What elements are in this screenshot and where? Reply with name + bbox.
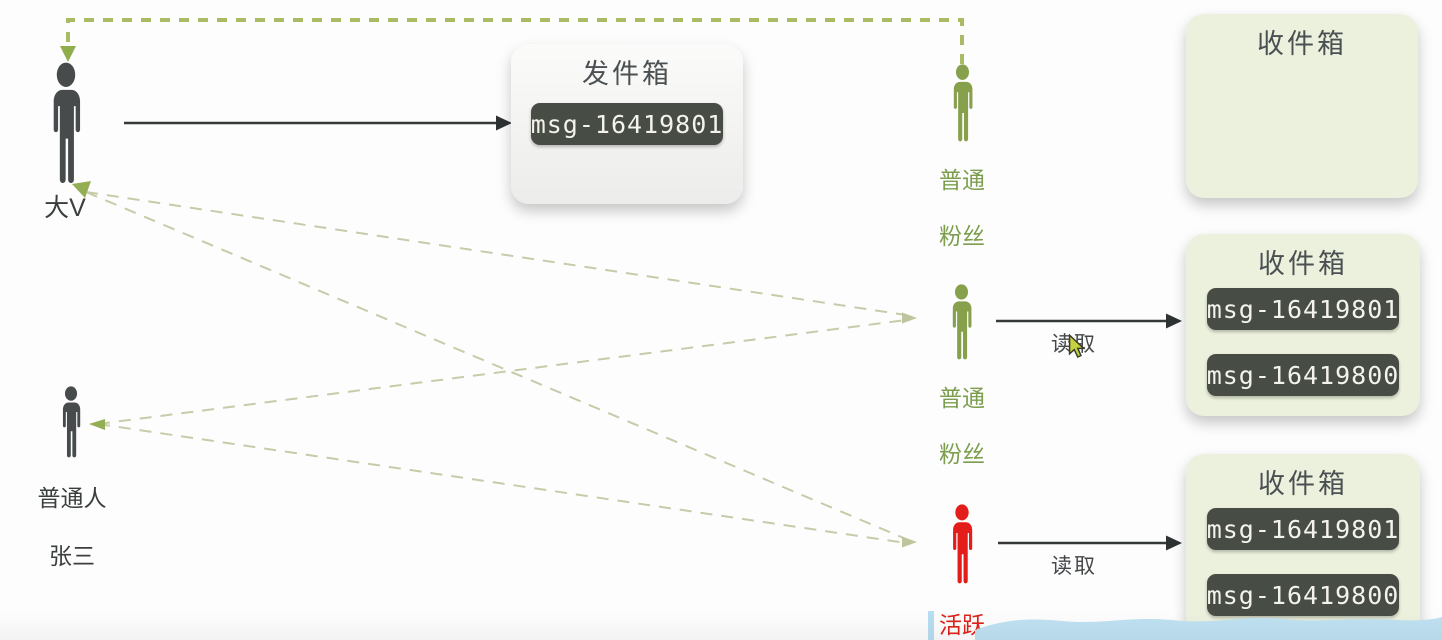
inbox-message-pill: msg-16419801: [1207, 288, 1399, 330]
outbox-card: 发件箱 msg-16419801: [511, 44, 743, 204]
person-icon-fan-top: [953, 64, 973, 142]
arrowhead-icon: [1166, 535, 1182, 551]
arrowhead-icon: [60, 46, 76, 62]
arrowhead-icon: [72, 181, 91, 198]
label-ordinary-person: 普通人 张三: [21, 455, 123, 600]
label-fan-middle: 普通 粉丝: [922, 356, 1002, 496]
outbox-message-pill: msg-16419801: [531, 103, 723, 145]
person-icon-fan-active: [953, 504, 973, 584]
inbox-bottom-messages: msg-16419801 msg-16419800: [1207, 508, 1399, 616]
inbox-message-id: msg-16419801: [1206, 294, 1400, 324]
arrowhead-icon: [902, 536, 917, 548]
label-fan-middle-line1: 普通: [939, 385, 985, 411]
inbox-middle-messages: msg-16419801 msg-16419800: [1207, 288, 1399, 396]
inbox-message-pill: msg-16419800: [1207, 354, 1399, 396]
person-icon-ordinary-person: [62, 386, 81, 458]
cursor-icon: [1068, 334, 1086, 359]
inbox-bottom-title: 收件箱: [1258, 469, 1348, 499]
label-fan-active-line1: 活跃: [939, 612, 985, 638]
label-fan-top-line2: 粉丝: [939, 223, 985, 249]
label-ordinary-person-line2: 张三: [49, 543, 95, 569]
arrowhead-icon: [902, 312, 917, 324]
inbox-top-title: 收件箱: [1257, 29, 1347, 59]
arrowhead-icon: [89, 419, 105, 430]
fanout-edges: [85, 191, 907, 544]
label-fan-top: 普通 粉丝: [922, 138, 1002, 278]
inbox-card-bottom: 收件箱 msg-16419801 msg-16419800: [1186, 454, 1420, 636]
label-fan-active: 活跃 粉丝: [922, 583, 1002, 640]
arrowhead-icon: [1166, 313, 1182, 329]
label-ordinary-person-line1: 普通人: [37, 485, 107, 511]
outbox-title: 发件箱: [582, 59, 672, 89]
follow-edge-topfan-to-bigv: [66, 18, 964, 64]
person-icon-big-v: [53, 62, 81, 184]
inbox-card-top: 收件箱: [1186, 14, 1418, 198]
read-label-bottom: 读取: [1051, 555, 1097, 578]
label-fan-top-line1: 普通: [939, 167, 985, 193]
label-fan-middle-line2: 粉丝: [939, 441, 985, 467]
inbox-message-id: msg-16419800: [1206, 580, 1400, 610]
label-big-v: 大V: [44, 194, 86, 222]
inbox-message-pill: msg-16419800: [1207, 574, 1399, 616]
solid-edges: [124, 121, 1167, 545]
inbox-message-pill: msg-16419801: [1207, 508, 1399, 550]
inbox-middle-title: 收件箱: [1258, 249, 1348, 279]
inbox-message-id: msg-16419800: [1206, 360, 1400, 390]
inbox-card-middle: 收件箱 msg-16419801 msg-16419800: [1186, 234, 1420, 416]
outbox-message-id: msg-16419801: [530, 109, 724, 139]
arrowhead-icon: [496, 115, 512, 131]
person-icon-fan-middle: [952, 284, 972, 360]
inbox-message-id: msg-16419801: [1206, 514, 1400, 544]
